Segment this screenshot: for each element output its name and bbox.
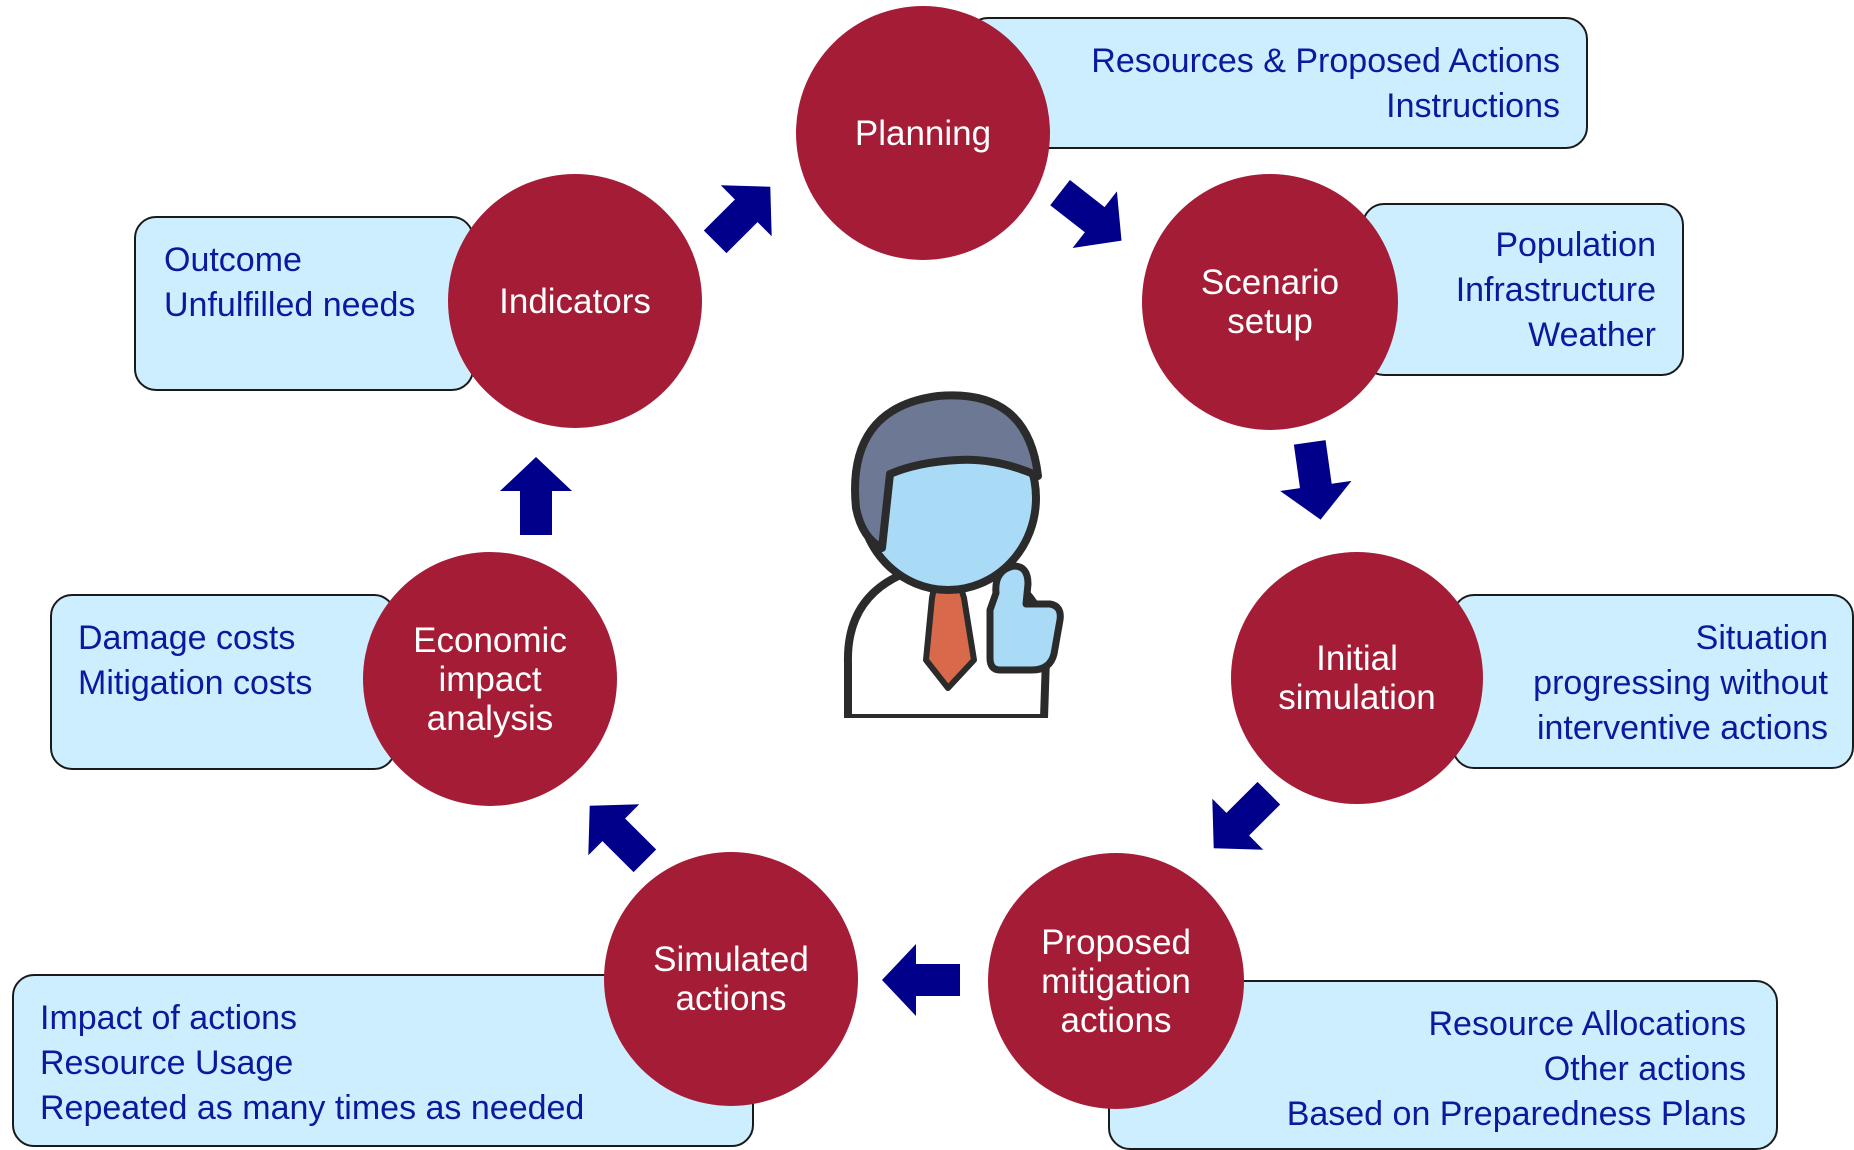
scenario-setup-label: Scenario bbox=[1200, 263, 1340, 302]
initial-simulation-info-line: progressing without bbox=[1533, 664, 1828, 702]
economic-info-line: Damage costs bbox=[78, 619, 296, 657]
proposed-mitigation-label: mitigation bbox=[1041, 961, 1191, 1001]
simulated-actions-label: Simulated bbox=[653, 940, 809, 979]
planning-node: Planning bbox=[796, 6, 1050, 260]
mitigation-info-line: Based on Preparedness Plans bbox=[1286, 1095, 1746, 1133]
arrow-mitigation-to-simulated-icon bbox=[882, 944, 960, 1016]
planning-info-line: Resources & Proposed Actions bbox=[1091, 42, 1560, 80]
user-with-tie-thumbs-up-icon bbox=[843, 391, 1064, 718]
economic-impact-label: Economic bbox=[413, 620, 567, 660]
proposed-mitigation-label: actions bbox=[1060, 1000, 1172, 1040]
planning-info-line: Instructions bbox=[1386, 87, 1560, 125]
scenario-info-line: Infrastructure bbox=[1455, 271, 1656, 309]
proposed-mitigation-node: Proposed mitigation actions bbox=[988, 853, 1244, 1109]
indicators-node: Indicators bbox=[448, 174, 702, 428]
economic-info-box: Damage costs Mitigation costs bbox=[50, 594, 396, 770]
proposed-mitigation-label: Proposed bbox=[1041, 922, 1191, 962]
economic-impact-label: analysis bbox=[426, 698, 554, 738]
indicators-info-line: Unfulfilled needs bbox=[164, 286, 416, 324]
initial-simulation-info-box: Situation progressing without interventi… bbox=[1452, 594, 1854, 769]
planning-info-box: Resources & Proposed Actions Instruction… bbox=[966, 17, 1588, 149]
simulated-actions-label: actions bbox=[675, 979, 787, 1018]
scenario-info-line: Weather bbox=[1528, 316, 1656, 354]
economic-impact-node: Economic impact analysis bbox=[363, 552, 617, 806]
indicators-label: Indicators bbox=[499, 281, 651, 321]
initial-simulation-label: simulation bbox=[1278, 678, 1436, 717]
simulated-actions-info-line: Impact of actions bbox=[40, 999, 298, 1037]
scenario-info-box: Population Infrastructure Weather bbox=[1362, 203, 1684, 376]
simulated-actions-node: Simulated actions bbox=[604, 852, 858, 1106]
initial-simulation-node: Initial simulation bbox=[1231, 552, 1483, 804]
economic-info-line: Mitigation costs bbox=[78, 664, 313, 702]
initial-simulation-info-line: interventive actions bbox=[1536, 709, 1828, 747]
planning-label: Planning bbox=[854, 113, 992, 153]
scenario-info-line: Population bbox=[1495, 226, 1656, 264]
simulated-actions-info-line: Resource Usage bbox=[40, 1044, 294, 1082]
arrow-scenario-to-initial-icon bbox=[1274, 437, 1357, 525]
economic-impact-label: impact bbox=[438, 659, 542, 699]
scenario-setup-label: setup bbox=[1227, 302, 1313, 341]
indicators-info-line: Outcome bbox=[164, 241, 302, 279]
mitigation-info-line: Resource Allocations bbox=[1428, 1005, 1746, 1043]
initial-simulation-label: Initial bbox=[1316, 639, 1398, 678]
simulated-actions-info-line: Repeated as many times as needed bbox=[40, 1089, 585, 1127]
scenario-setup-node: Scenario setup bbox=[1142, 174, 1398, 430]
initial-simulation-info-line: Situation bbox=[1695, 619, 1828, 657]
indicators-info-box: Outcome Unfulfilled needs bbox=[134, 216, 474, 391]
mitigation-info-line: Other actions bbox=[1543, 1050, 1746, 1088]
arrow-simulated-to-economic-icon bbox=[564, 780, 671, 887]
arrow-planning-to-scenario-icon bbox=[1037, 164, 1144, 269]
arrow-indicators-to-planning-icon bbox=[689, 161, 796, 268]
arrow-economic-to-indicators-icon bbox=[500, 457, 572, 535]
arrow-initial-to-mitigation-icon bbox=[1188, 767, 1295, 874]
